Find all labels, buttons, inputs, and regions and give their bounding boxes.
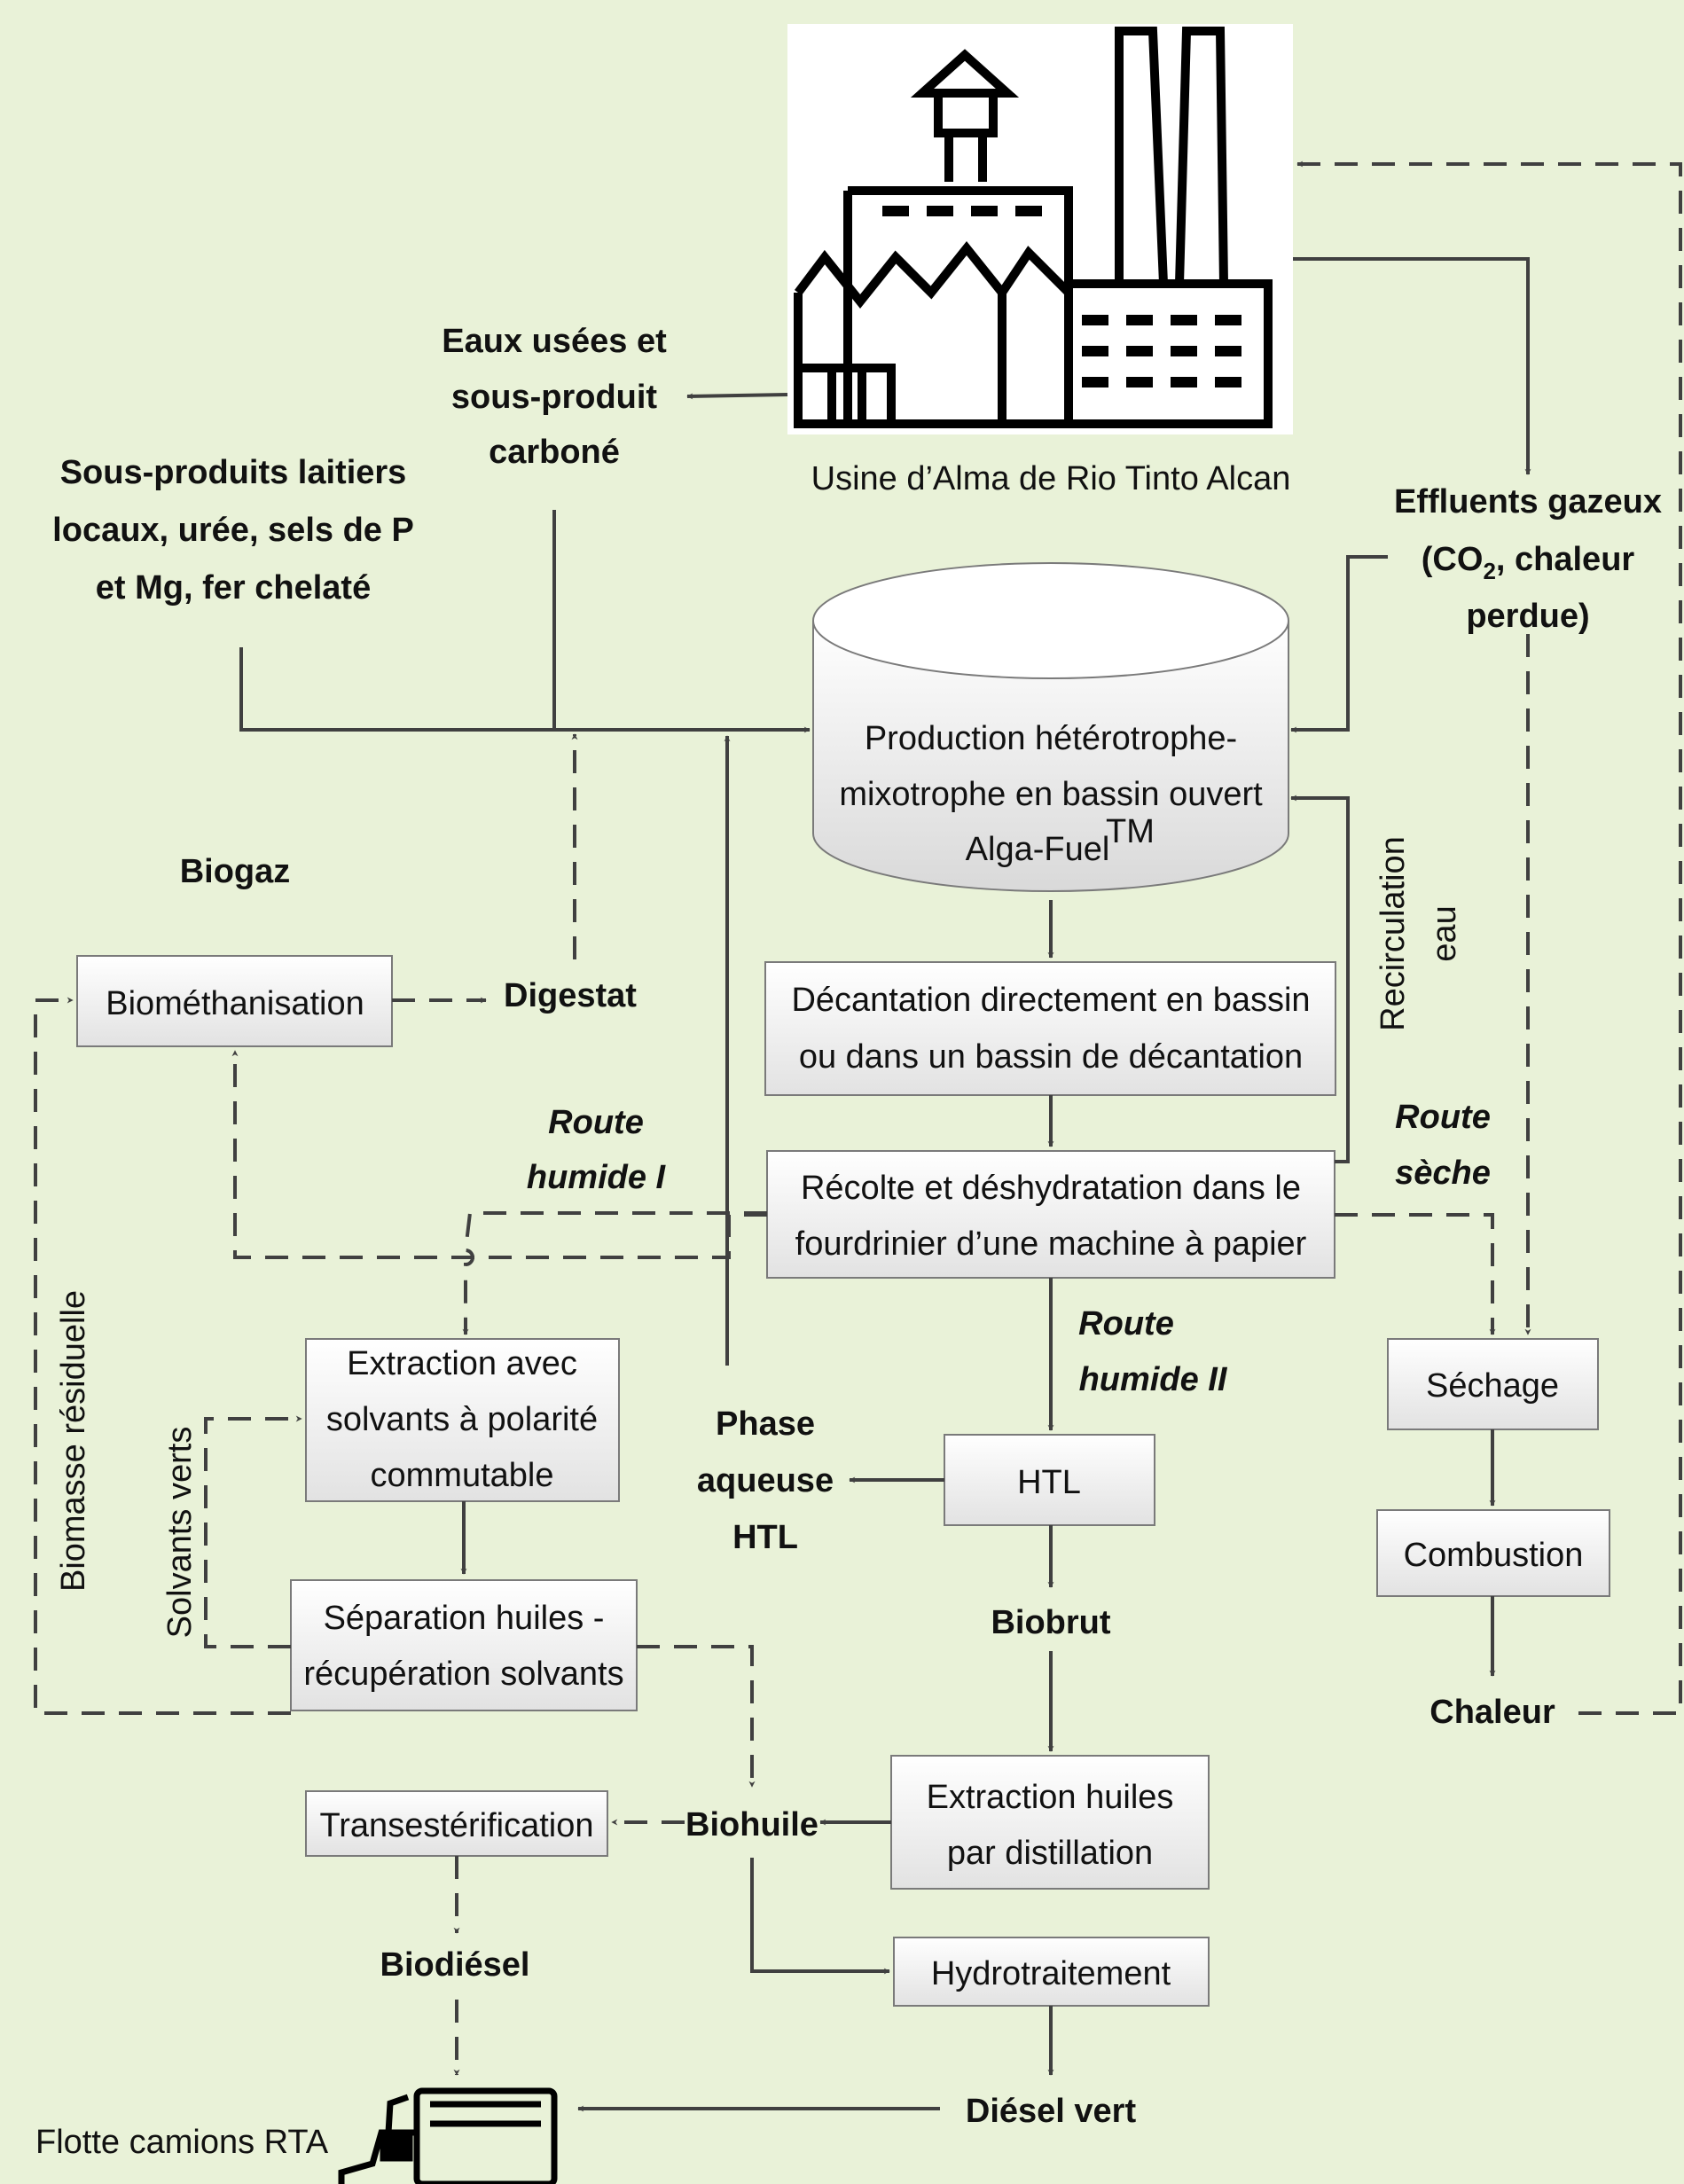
- truck-icon: [338, 2087, 558, 2184]
- biogaz-label: Biogaz: [180, 853, 291, 890]
- sous-produits-label: Sous-produits laitiers locaux, urée, sel…: [52, 454, 414, 607]
- recolte-line-1: Récolte et déshydratation dans le: [801, 1170, 1301, 1207]
- svg-text:carboné: carboné: [489, 434, 620, 471]
- svg-text:Route: Route: [1395, 1099, 1491, 1136]
- biobrut-label: Biobrut: [991, 1604, 1110, 1641]
- connectors: [34, 160, 1682, 2112]
- svg-text:Phase: Phase: [716, 1405, 815, 1443]
- recolte-line-2: fourdrinier d’une machine à papier: [795, 1225, 1307, 1263]
- tank-line-3: Alga-Fuel: [966, 831, 1110, 868]
- flotte-label: Flotte camions RTA: [35, 2124, 329, 2161]
- svg-text:Route: Route: [548, 1104, 644, 1141]
- recolte-box: [766, 1150, 1335, 1279]
- htl-label: HTL: [1017, 1464, 1081, 1501]
- biomethanisation-label: Biométhanisation: [106, 985, 364, 1022]
- combustion-label: Combustion: [1404, 1537, 1584, 1574]
- svg-text:HTL: HTL: [732, 1519, 798, 1556]
- sechage-label: Séchage: [1426, 1367, 1559, 1405]
- effluents-gazeux-label: Effluents gazeux (CO2, chaleur perdue): [1394, 483, 1662, 635]
- svg-text:Eaux usées et: Eaux usées et: [442, 323, 667, 360]
- svg-text:eau: eau: [1426, 905, 1463, 961]
- separation-line-2: récupération solvants: [303, 1656, 623, 1693]
- extraction-distillation-line-1: Extraction huiles: [927, 1779, 1174, 1816]
- sechage-box: [1387, 1338, 1599, 1430]
- biomethanisation-box: [76, 955, 393, 1047]
- chaleur-label: Chaleur: [1429, 1694, 1555, 1731]
- svg-text:Effluents gazeux: Effluents gazeux: [1394, 483, 1662, 521]
- svg-text:sèche: sèche: [1395, 1155, 1491, 1192]
- svg-text:aqueuse: aqueuse: [697, 1462, 834, 1499]
- extraction-solvants-line-2: solvants à polarité: [326, 1401, 598, 1438]
- recirculation-label: Recirculation eau: [1375, 836, 1463, 1031]
- phase-aqueuse-label: Phase aqueuse HTL: [697, 1405, 834, 1556]
- svg-text:humide II: humide II: [1079, 1361, 1228, 1398]
- hydrotraitement-label: Hydrotraitement: [931, 1955, 1171, 1992]
- svg-text:Recirculation: Recirculation: [1375, 836, 1412, 1031]
- tank-line-2: mixotrophe en bassin ouvert: [839, 776, 1263, 813]
- extraction-solvants-line-1: Extraction avec: [347, 1345, 577, 1382]
- tank-line-1: Production hétérotrophe-: [865, 720, 1237, 757]
- svg-text:perdue): perdue): [1466, 598, 1589, 635]
- svg-text:(CO2, chaleur: (CO2, chaleur: [1422, 541, 1635, 584]
- decantation-line-1: Décantation directement en bassin: [791, 982, 1310, 1019]
- biomasse-residuelle-label: Biomasse résiduelle: [55, 1290, 92, 1592]
- route-seche-label: Route sèche: [1395, 1099, 1491, 1192]
- biohuile-label: Biohuile: [685, 1806, 819, 1843]
- svg-text:et Mg, fer chelaté: et Mg, fer chelaté: [96, 569, 371, 607]
- tank-tm: TM: [1106, 813, 1155, 850]
- extraction-solvants-box: [305, 1338, 620, 1502]
- digestat-label: Digestat: [504, 977, 637, 1014]
- eaux-usees-label: Eaux usées et sous-produit carboné: [442, 323, 667, 471]
- separation-line-1: Séparation huiles -: [324, 1600, 605, 1637]
- production-tank: [812, 562, 1289, 892]
- svg-text:Route: Route: [1078, 1305, 1174, 1342]
- svg-text:sous-produit: sous-produit: [451, 379, 658, 416]
- route-humide-1-label: Route humide I: [527, 1104, 667, 1196]
- separation-box: [290, 1579, 638, 1711]
- svg-text:locaux, urée, sels de P: locaux, urée, sels de P: [52, 512, 414, 549]
- biodiesel-label: Biodiésel: [380, 1946, 530, 1984]
- transesterification-box: [305, 1790, 608, 1857]
- svg-text:humide I: humide I: [527, 1159, 667, 1196]
- decantation-line-2: ou dans un bassin de décantation: [799, 1038, 1303, 1076]
- diesel-vert-label: Diésel vert: [966, 2093, 1137, 2130]
- hydrotraitement-box: [893, 1937, 1210, 2007]
- factory-icon: [787, 24, 1293, 434]
- extraction-solvants-line-3: commutable: [371, 1457, 554, 1494]
- extraction-distillation-line-2: par distillation: [947, 1835, 1153, 1872]
- route-humide-2-label: Route humide II: [1078, 1305, 1228, 1398]
- svg-text:Sous-produits laitiers: Sous-produits laitiers: [60, 454, 407, 491]
- factory-caption: Usine d’Alma de Rio Tinto Alcan: [811, 460, 1291, 497]
- solvants-verts-label: Solvants verts: [161, 1427, 199, 1639]
- transesterification-label: Transestérification: [319, 1807, 593, 1844]
- decantation-box: [764, 961, 1336, 1096]
